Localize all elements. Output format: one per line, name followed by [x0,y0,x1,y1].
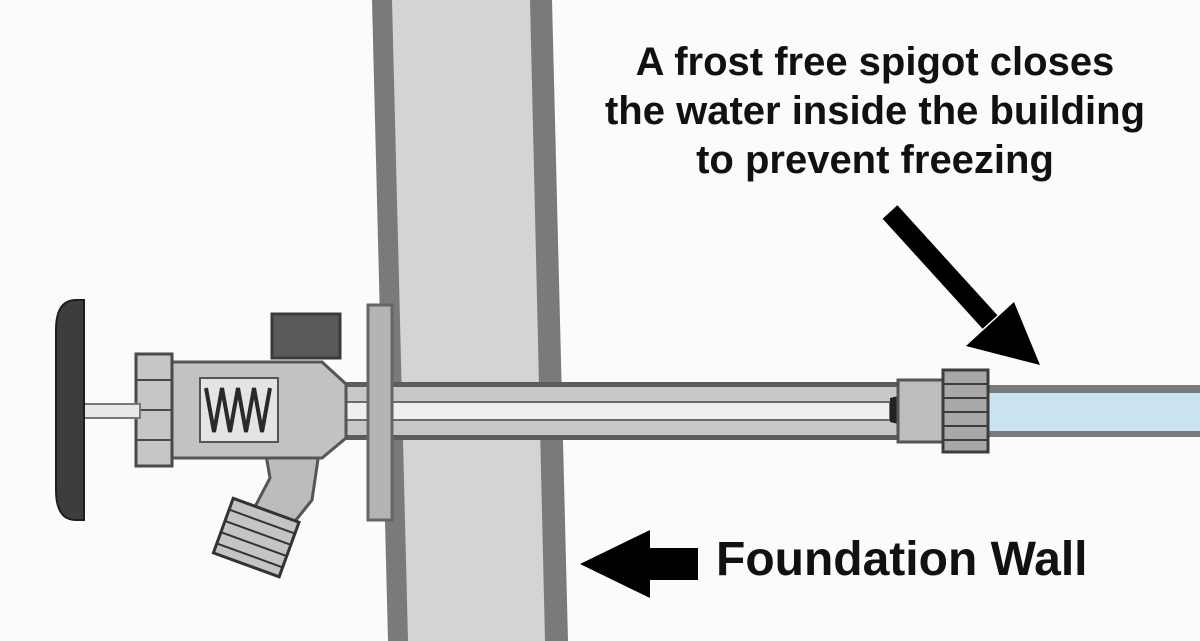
valve-housing [134,312,348,468]
arrow-shaft [882,205,998,329]
foundation-wall-label: Foundation Wall [716,533,1088,586]
wall-arrow [580,530,698,598]
valve-spring [204,387,272,433]
foundation-wall [372,0,568,641]
water-pipe-interior [987,393,1200,431]
frost-free-spigot-caption: A frost free spigot closes the water ins… [560,38,1190,185]
arrow-to-foundation-wall [580,530,698,598]
handwheel [55,299,85,521]
spigot-stem-pipe [300,378,950,444]
caption-line-2: the water inside the building [604,89,1146,133]
threaded-coupling [941,368,990,454]
water-supply-pipe [985,385,1200,437]
valve-body [896,378,948,444]
arrow-to-water-pipe [882,205,1040,365]
vacuum-breaker-cap [270,312,342,360]
arrow-head [966,302,1040,365]
hose-threads [211,496,301,579]
mounting-flange [366,303,394,522]
caption-line-3: to prevent freezing [696,138,1054,182]
wall-inner-fill [392,0,545,641]
caption-line-1: A frost free spigot closes [635,40,1115,84]
